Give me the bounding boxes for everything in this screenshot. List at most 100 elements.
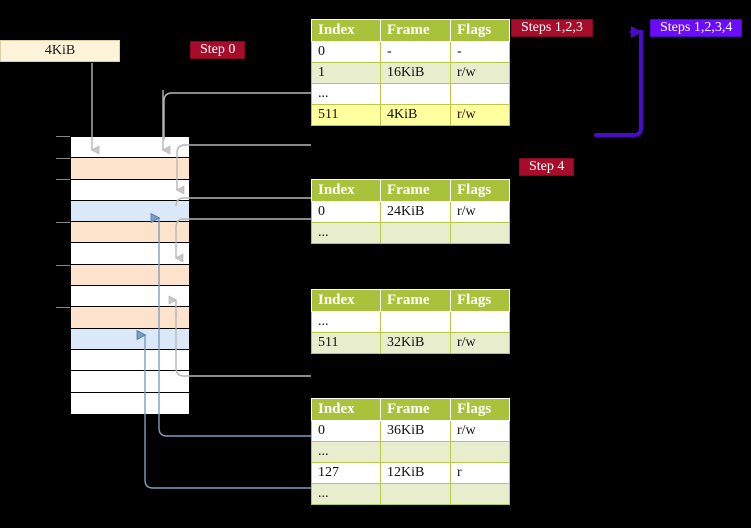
column-header-flags: Flags — [450, 289, 510, 312]
grid-tick — [56, 179, 70, 180]
step-4-label: Step 4 — [529, 158, 565, 174]
grid-tick — [56, 222, 70, 223]
memory-frame-row — [71, 137, 189, 159]
memory-frame-row — [71, 307, 189, 329]
table-cell-frame: 12KiB — [380, 462, 451, 484]
table-cell-frame: - — [380, 41, 451, 63]
table-cell-flags: r/w — [450, 104, 510, 126]
table-cell-frame — [380, 441, 451, 463]
memory-frame-row — [71, 158, 189, 180]
memory-frame-row — [71, 200, 189, 223]
memory-frame-row — [71, 243, 189, 265]
memory-frame-row — [71, 179, 189, 201]
table-cell-flags: r/w — [450, 332, 510, 354]
table-cell-index: ... — [311, 83, 381, 105]
table-cell-flags: r/w — [450, 420, 510, 442]
step-0-badge: Step 0 — [190, 41, 246, 59]
wire-grid-to-table3 — [175, 310, 311, 377]
table-cell-frame: 4KiB — [380, 104, 451, 126]
table-cell-index: 127 — [311, 462, 381, 484]
column-header-flags: Flags — [450, 398, 510, 421]
grid-tick — [56, 265, 70, 266]
wire-table2-row0 — [174, 218, 311, 263]
column-header-frame: Frame — [380, 19, 451, 42]
table-cell-index: ... — [311, 222, 381, 244]
table-cell-flags: r/w — [450, 62, 510, 84]
wire-grid-to-table2 — [175, 197, 311, 207]
table-row: ... — [311, 83, 510, 105]
table-row: ... — [311, 222, 510, 244]
column-header-index: Index — [311, 289, 381, 312]
size-label-box: 4KiB — [0, 40, 120, 62]
grid-tick — [56, 158, 70, 159]
step-4-badge: Step 4 — [519, 158, 575, 176]
table-cell-frame — [380, 483, 451, 505]
steps-123-label: Steps 1,2,3 — [521, 19, 583, 35]
wire-table1-row1 — [163, 92, 311, 140]
step-0-label: Step 0 — [200, 41, 236, 57]
column-header-flags: Flags — [450, 179, 510, 202]
memory-frame-grid — [70, 136, 190, 414]
wire-table1-row511 — [175, 144, 311, 195]
table-cell-index: 511 — [311, 332, 381, 354]
memory-frame-row — [71, 222, 189, 244]
table-cell-flags — [450, 222, 510, 244]
table-cell-frame: 32KiB — [380, 332, 451, 354]
table-row: ... — [311, 311, 510, 333]
table-cell-index: 0 — [311, 41, 381, 63]
memory-frame-row — [71, 264, 189, 287]
column-header-frame: Frame — [380, 398, 451, 421]
table-cell-frame: 24KiB — [380, 201, 451, 223]
table-cell-flags — [450, 311, 510, 333]
grid-tick — [56, 136, 70, 137]
memory-frame-row — [71, 286, 189, 308]
grid-tick — [56, 307, 70, 308]
table-cell-frame — [380, 222, 451, 244]
wire-steps-1234-bracket — [594, 26, 643, 137]
table-cell-index: ... — [311, 441, 381, 463]
column-header-frame: Frame — [380, 179, 451, 202]
table-cell-index: ... — [311, 483, 381, 505]
size-label-text: 4KiB — [44, 43, 76, 58]
table-cell-index: ... — [311, 311, 381, 333]
table-cell-flags — [450, 483, 510, 505]
table-cell-index: 0 — [311, 201, 381, 223]
memory-frame-row — [71, 349, 189, 372]
table-cell-flags: - — [450, 41, 510, 63]
table-cell-index: 1 — [311, 62, 381, 84]
table-row: ... — [311, 441, 510, 463]
table-cell-flags — [450, 441, 510, 463]
table-row: 0-- — [311, 41, 510, 63]
memory-frame-row — [71, 328, 189, 350]
table-cell-frame — [380, 83, 451, 105]
memory-frame-row — [71, 392, 189, 414]
table-cell-index: 0 — [311, 420, 381, 442]
column-header-index: Index — [311, 179, 381, 202]
column-header-index: Index — [311, 398, 381, 421]
table-cell-frame: 36KiB — [380, 420, 451, 442]
steps-1234-label: Steps 1,2,3,4 — [660, 19, 733, 35]
table-cell-frame — [380, 311, 451, 333]
column-header-flags: Flags — [450, 19, 510, 42]
table-cell-flags — [450, 83, 510, 105]
memory-frame-row — [71, 371, 189, 393]
column-header-frame: Frame — [380, 289, 451, 312]
table-cell-index: 511 — [311, 104, 381, 126]
steps-123-badge: Steps 1,2,3 — [511, 19, 593, 37]
table-cell-frame: 16KiB — [380, 62, 451, 84]
